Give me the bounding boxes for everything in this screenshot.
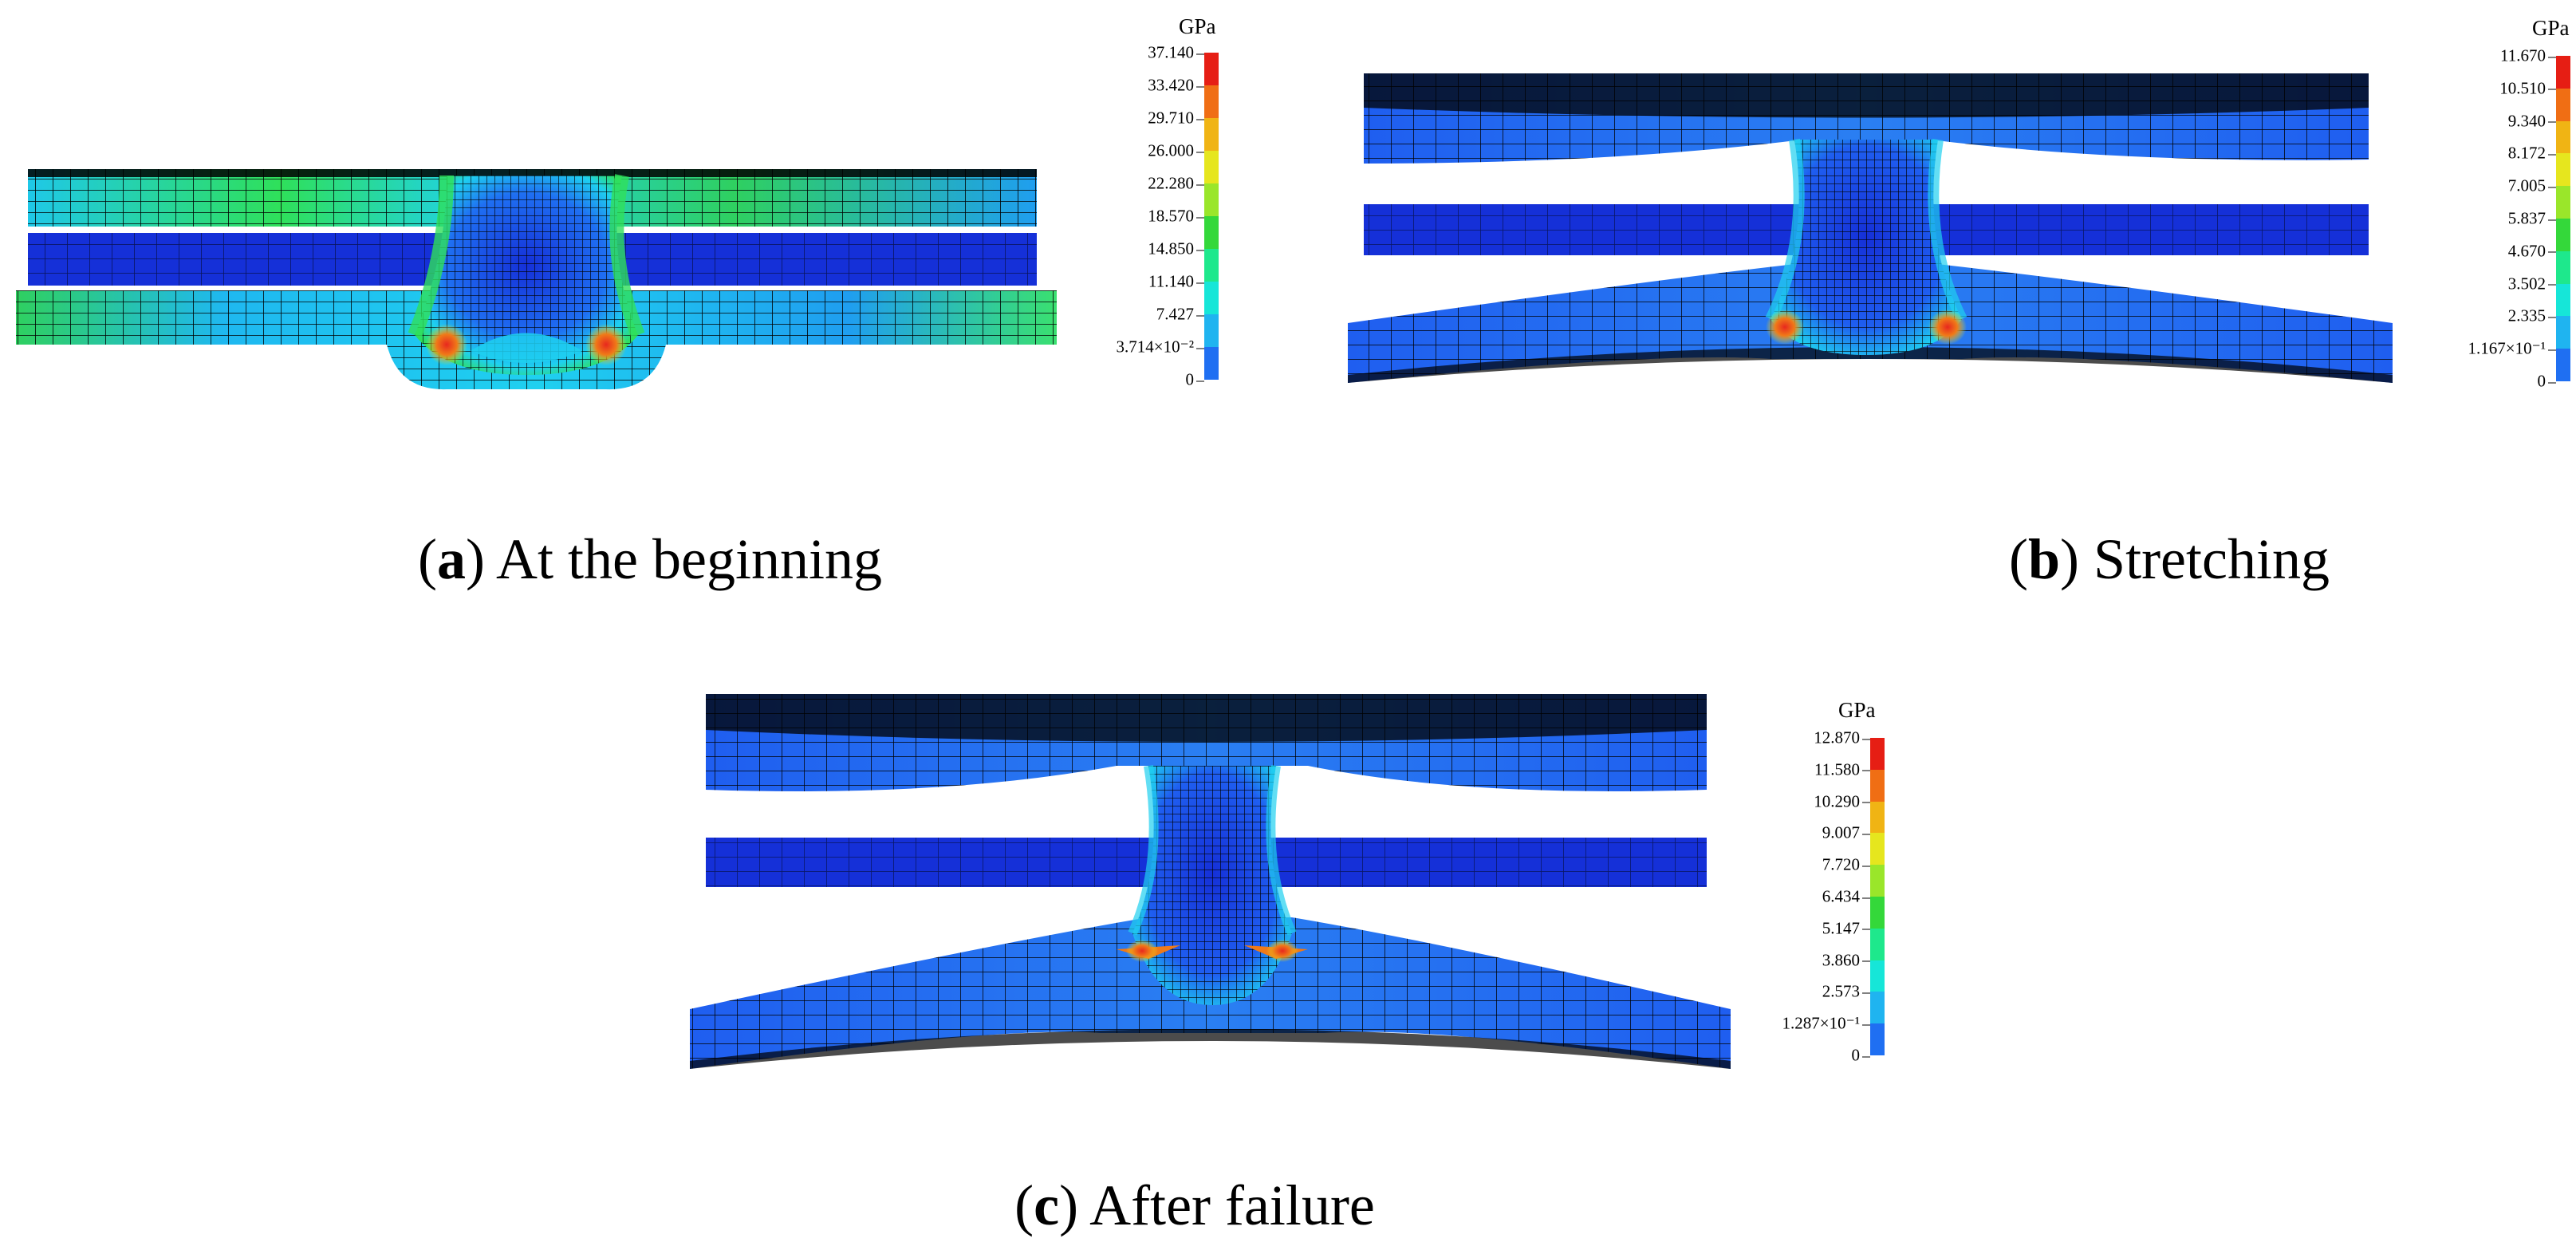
legend-tick-label: 3.714×10⁻²: [1117, 337, 1204, 357]
legend-tick-label: 5.147: [1822, 918, 1870, 938]
color-scale-segment: [1870, 896, 1885, 929]
legend-tick-label: 8.172: [2508, 144, 2556, 164]
legend-tick-label: 7.720: [1822, 855, 1870, 875]
color-scale-segment: [1204, 85, 1219, 118]
legend-tick-label: 2.335: [2508, 306, 2556, 326]
color-scale-segment: [2556, 88, 2570, 121]
color-scale-segment: [2556, 349, 2570, 381]
stress-contour-b: [1348, 73, 2393, 383]
color-scale-segment: [2556, 56, 2570, 89]
legend-ticks: 11.670 10.510 9.340 8.172 7.005 5.837 4.670 3.5…: [2420, 46, 2556, 391]
panel-c: GPa 12.870 11.580 10.290 9.007 7.720 6.434 5.1…: [670, 670, 1930, 1254]
legend-tick-label: 0: [1186, 370, 1205, 390]
legend-unit: GPa: [2532, 16, 2570, 40]
stress-contour-c: [690, 694, 1731, 1069]
legend-tick-label: 0: [1852, 1046, 1871, 1066]
panel-a: GPa 37.140 33.420 29.710 26.000 22.280 18.570…: [0, 0, 1276, 622]
legend-ticks: 37.140 33.420 29.710 26.000 22.280 18.570 14.8…: [1085, 43, 1204, 389]
color-scale-segment: [1870, 928, 1885, 960]
legend-a: GPa 37.140 33.420 29.710 26.000 22.280 18.570…: [1085, 14, 1244, 389]
legend-tick-label: 22.280: [1148, 174, 1204, 194]
legend-tick-label: 11.580: [1814, 759, 1870, 779]
color-scale-segment: [2556, 120, 2570, 154]
color-scale-segment: [1870, 801, 1885, 834]
color-scale-bar: [1870, 738, 1885, 1055]
legend-tick-label: 1.287×10⁻¹: [1782, 1014, 1870, 1034]
color-scale-segment: [1204, 216, 1219, 249]
legend-b: GPa 11.670 10.510 9.340 8.172 7.005 5.837 4.67…: [2420, 16, 2576, 391]
panel-b: GPa 11.670 10.510 9.340 8.172 7.005 5.837 4.67…: [1324, 0, 2576, 622]
color-scale-segment: [1870, 738, 1885, 770]
legend-tick-label: 9.340: [2508, 111, 2556, 131]
color-scale-segment: [1204, 314, 1219, 347]
color-scale-segment: [1204, 151, 1219, 183]
legend-tick-label: 18.570: [1148, 207, 1204, 227]
color-scale-segment: [1204, 118, 1219, 151]
legend-tick-label: 1.167×10⁻¹: [2468, 339, 2556, 359]
legend-tick-label: 12.870: [1814, 728, 1870, 748]
color-scale-segment: [1870, 833, 1885, 866]
color-scale-segment: [1870, 960, 1885, 992]
legend-tick-label: 11.140: [1148, 272, 1204, 292]
color-scale-segment: [1870, 992, 1885, 1024]
color-scale-segment: [2556, 186, 2570, 219]
legend-tick-label: 0: [2538, 372, 2557, 392]
color-scale-bar: [1204, 53, 1219, 380]
legend-tick-label: 2.573: [1822, 982, 1870, 1002]
stress-contour-a: [16, 169, 1057, 390]
color-scale-segment: [2556, 218, 2570, 251]
legend-tick-label: 14.850: [1148, 239, 1204, 259]
legend-tick-label: 11.670: [2500, 46, 2556, 66]
legend-tick-label: 10.290: [1814, 791, 1870, 811]
legend-unit: GPa: [1179, 14, 1216, 38]
color-scale-bar: [2556, 56, 2570, 381]
caption-c: (c) After failure: [1014, 1173, 1375, 1237]
legend-tick-label: 3.502: [2508, 274, 2556, 294]
legend-unit: GPa: [1838, 698, 1876, 722]
legend-tick-label: 37.140: [1148, 43, 1204, 63]
caption-a: (a) At the beginning: [418, 527, 882, 591]
legend-tick-label: 7.427: [1156, 305, 1204, 325]
legend-tick-label: 3.860: [1822, 950, 1870, 970]
color-scale-segment: [1870, 769, 1885, 802]
color-scale-segment: [2556, 250, 2570, 284]
caption-b: (b) Stretching: [2009, 527, 2330, 591]
color-scale-segment: [2556, 316, 2570, 349]
color-scale-segment: [2556, 283, 2570, 317]
legend-tick-label: 9.007: [1822, 823, 1870, 843]
legend-tick-label: 29.710: [1148, 108, 1204, 128]
legend-tick-label: 6.434: [1822, 887, 1870, 907]
legend-ticks: 12.870 11.580 10.290 9.007 7.720 6.434 5.147 3.…: [1751, 728, 1870, 1065]
legend-c: GPa 12.870 11.580 10.290 9.007 7.720 6.434 5.1…: [1751, 698, 1910, 1065]
legend-tick-label: 26.000: [1148, 141, 1204, 161]
color-scale-segment: [2556, 153, 2570, 187]
color-scale-segment: [1204, 183, 1219, 216]
legend-tick-label: 5.837: [2508, 209, 2556, 229]
color-scale-segment: [1204, 282, 1219, 314]
legend-tick-label: 33.420: [1148, 76, 1204, 96]
color-scale-segment: [1204, 249, 1219, 282]
legend-tick-label: 4.670: [2508, 241, 2556, 261]
color-scale-segment: [1204, 53, 1219, 85]
legend-tick-label: 10.510: [2499, 78, 2556, 98]
legend-tick-label: 7.005: [2508, 176, 2556, 196]
color-scale-segment: [1204, 347, 1219, 380]
color-scale-segment: [1870, 865, 1885, 897]
color-scale-segment: [1870, 1023, 1885, 1055]
